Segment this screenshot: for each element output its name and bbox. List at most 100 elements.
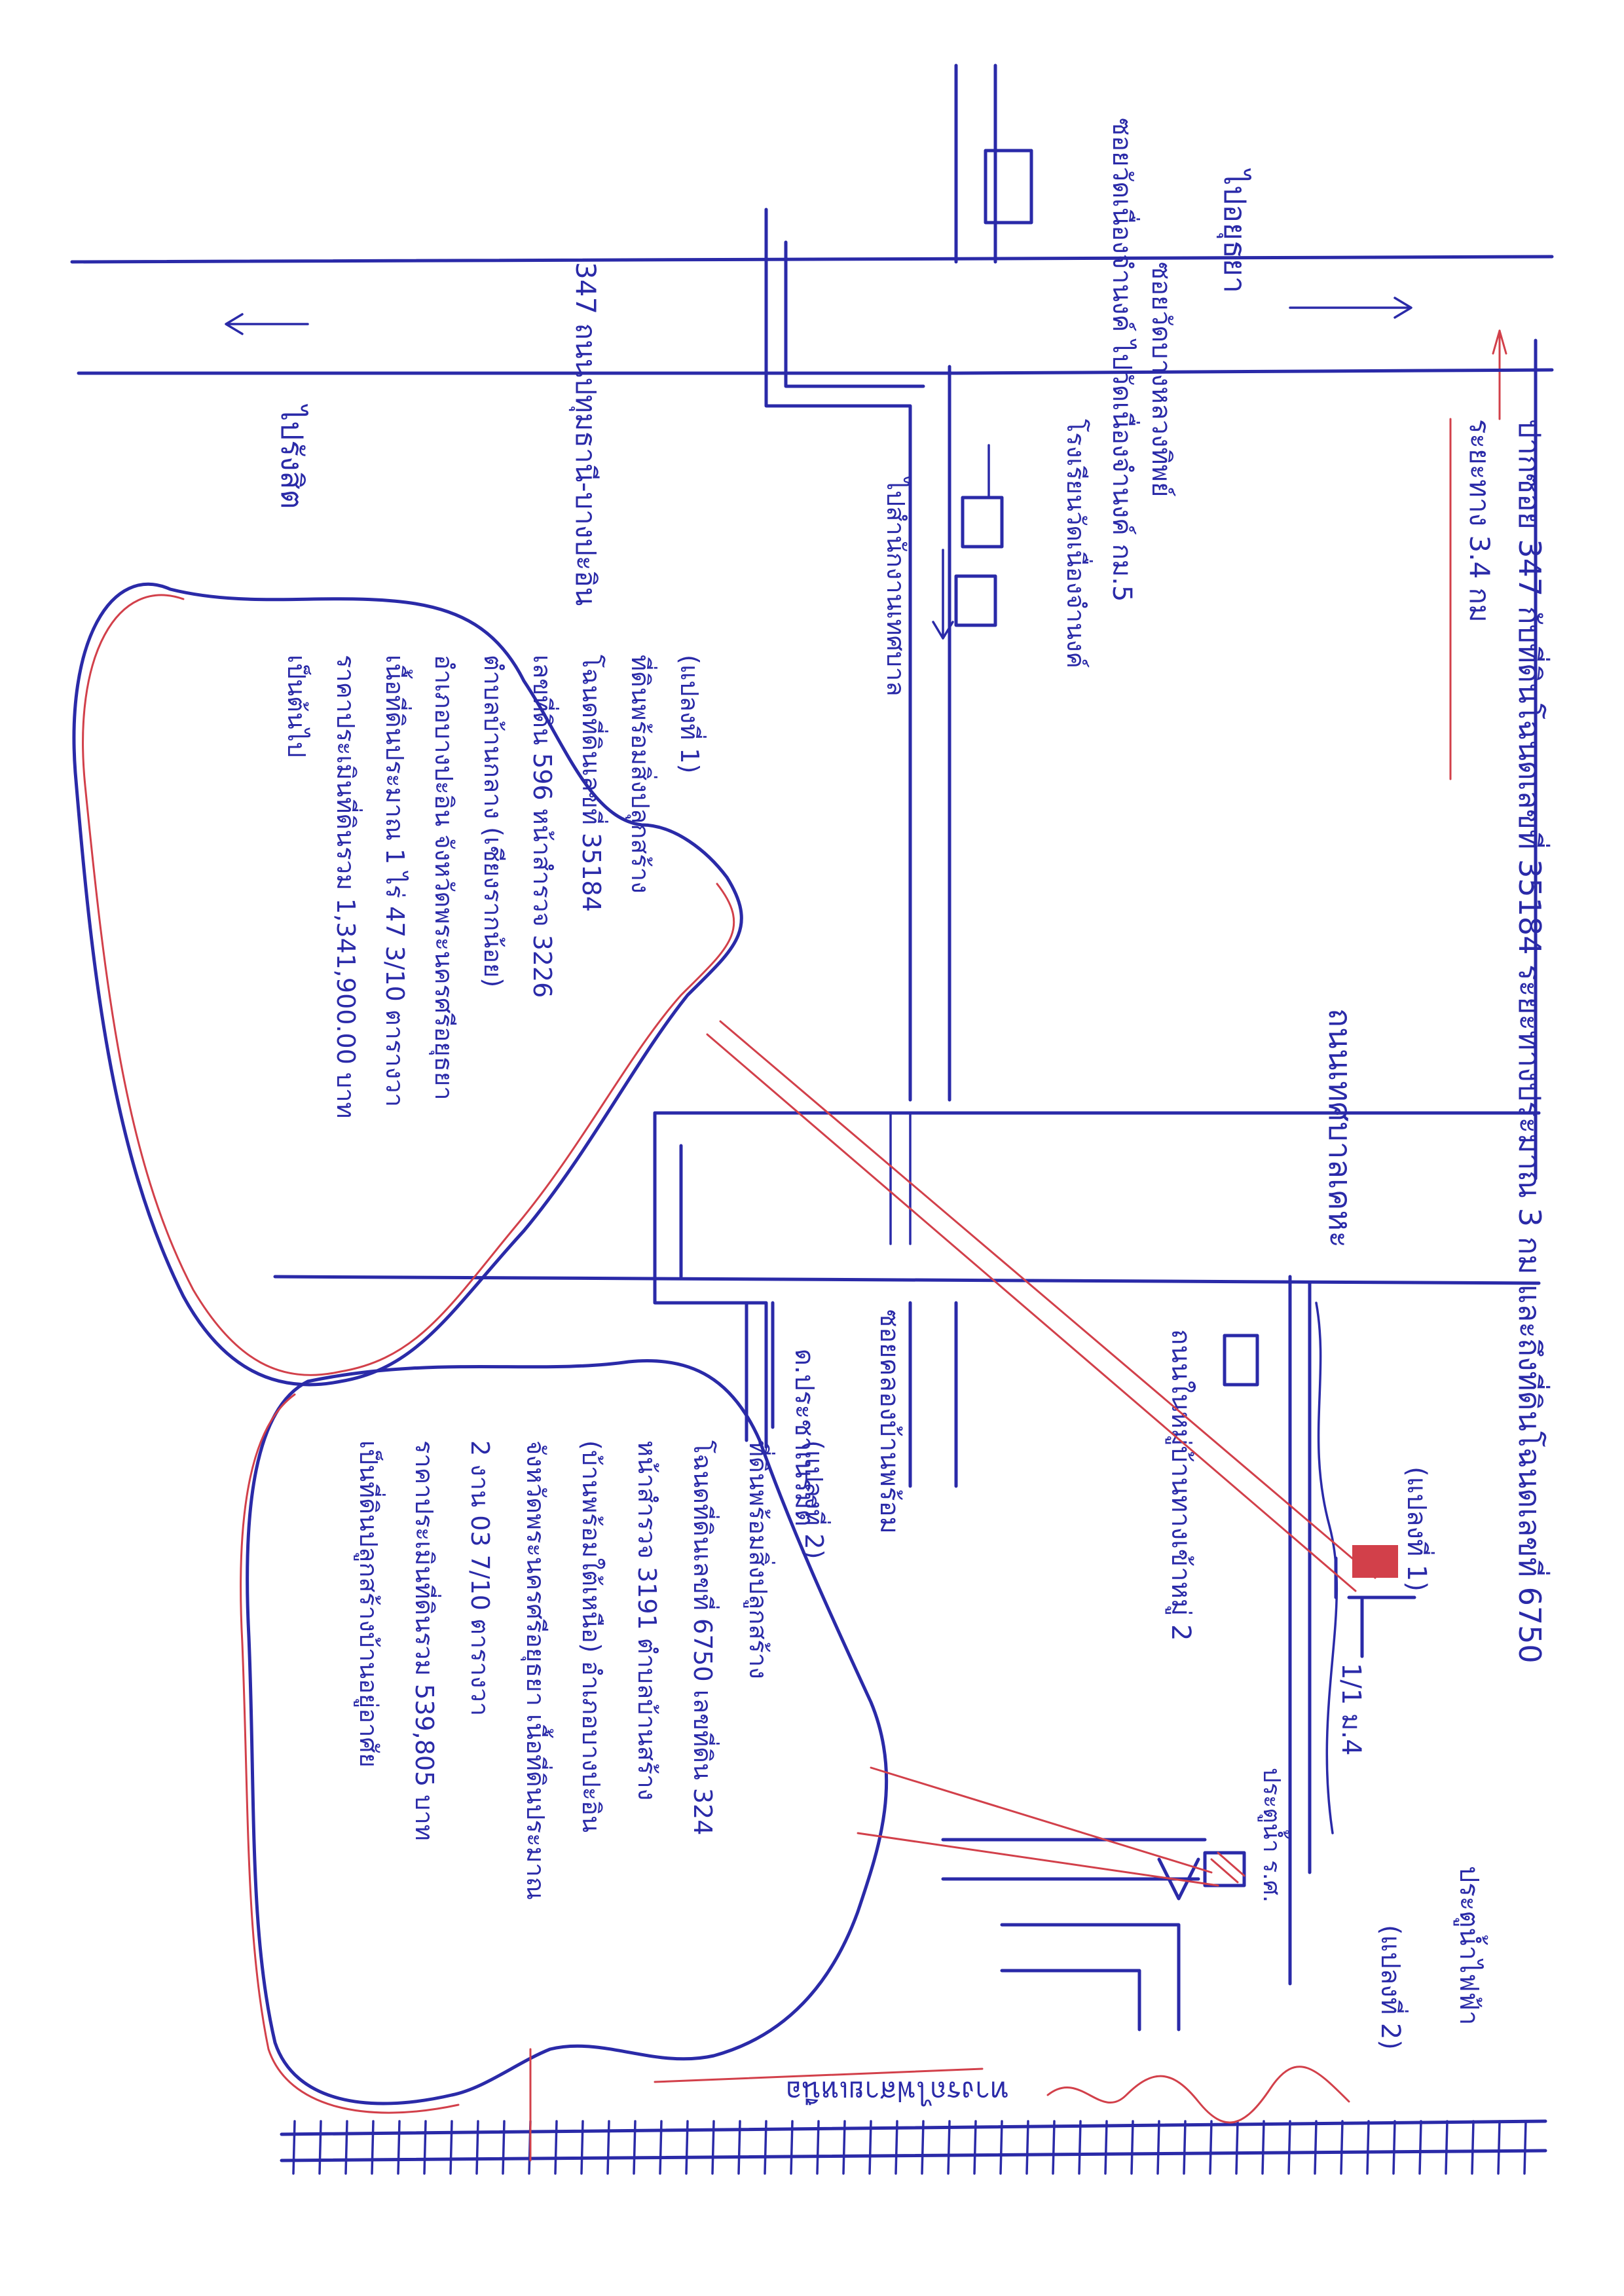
road-347: ไปอยุธยา ไปรังสิต: [70, 168, 1554, 509]
rail-tie: [764, 2120, 767, 2175]
rail-tie: [449, 2120, 453, 2175]
main-cross-road: ถนนเทศบาลเคหะ: [273, 1008, 1541, 1449]
rail-tie: [606, 2120, 610, 2175]
rail-tie: [1445, 2120, 1449, 2175]
plot-2-callout: (แปลงที่ 2)ที่ดินพร้อมสิ่งปลูกสร้างโฉนดท…: [240, 1359, 1219, 2162]
callout-line: (แปลงที่ 1): [675, 655, 707, 773]
rail-tie: [1392, 2120, 1396, 2175]
road-left-2: ซอยคลองบ้านพร้อม: [874, 1309, 904, 1534]
callout-line: ราคาประเมินที่ดินรวม 539,805 บาท: [410, 1440, 441, 1841]
arrow-label-1: ประตูน้ำ ร.ศ.: [1257, 1768, 1289, 1903]
rail-tie: [1471, 2120, 1475, 2175]
pointer-line-1a: [719, 1020, 1376, 1579]
plot-1-callout-text: (แปลงที่ 1) ที่ดินพร้อมสิ่งปลูกสร้าง โฉนดท…: [282, 655, 707, 1118]
railway: ทางรถไฟสายเหนือ: [280, 2066, 1547, 2175]
road-edge: [70, 255, 1554, 264]
rail-tie: [921, 2120, 925, 2175]
callout-line: โฉนดที่ดินเลขที่ 6750 เลขที่ดิน 324: [688, 1440, 720, 1835]
plot-1-callout: (แปลงที่ 1) ที่ดินพร้อมสิ่งปลูกสร้าง โฉนดท…: [72, 582, 1376, 1592]
rail-tie: [1497, 2120, 1501, 2175]
road-south-label: ไปรังสิต: [274, 403, 310, 509]
rail-tie: [711, 2120, 715, 2175]
plot-2-callout-text: (แปลงที่ 2)ที่ดินพร้อมสิ่งปลูกสร้างโฉนดท…: [354, 1440, 831, 1900]
pointer-line-2b: [857, 1832, 1219, 1887]
rail-tie: [1340, 2120, 1344, 2175]
callout-line: เนื้อที่ดินประมาณ 1 ไร่ 47 3/10 ตารางวา: [380, 655, 413, 1107]
canal: ซอยวัดเนื่องจำนงค์ ไปวัดเนื่องจำนงค์ กม.…: [954, 64, 1140, 602]
village-road-label: ไปสำนักงานเทศบาล: [881, 476, 910, 697]
callout-line: (แปลงที่ 2): [800, 1440, 831, 1559]
road-edge: [764, 208, 912, 1102]
callout-line: เป็นที่ดินปลูกสร้างบ้านอยู่อาศัย: [354, 1440, 386, 1768]
temple-road-label: ซอยวัดบางหลวงทิพย์: [1146, 262, 1176, 497]
rail-tie: [292, 2120, 296, 2175]
main-road-label: ถนนเทศบาลเคหะ: [1321, 1008, 1358, 1248]
building-box: [954, 574, 997, 627]
rail-tie: [947, 2120, 951, 2175]
rail-tie: [397, 2120, 401, 2175]
road-edge: [784, 240, 925, 388]
rail-tie: [1366, 2120, 1370, 2175]
arrow-label-2: ประตูน้ำไฟฟ้า: [1454, 1866, 1488, 2025]
rail-tie: [1078, 2120, 1082, 2175]
road-edge: [273, 1275, 1541, 1285]
road-edge: [653, 1111, 768, 1449]
road-edge: [954, 368, 1554, 375]
callout-line: ตำบลบ้านกลาง (เชียงรากน้อย): [479, 655, 507, 987]
rail-tie: [685, 2120, 689, 2175]
map-header: ปากซอย 347 กับที่ดินโฉนดเลขที่ 35184 ระย…: [1449, 329, 1551, 1664]
rail-line: [280, 2119, 1547, 2136]
plot-2-hatch: [1210, 1851, 1246, 1884]
rail-tie: [344, 2120, 348, 2175]
rail-tie: [1209, 2120, 1213, 2175]
road-347-labels: 347 ถนนปทุมธานี-บางปะอิน ซอยวัดบางหลวงทิ…: [568, 262, 1176, 606]
header-line-2: ระยะทาง 3.4 กม: [1464, 419, 1496, 623]
house-icon: [1334, 1556, 1416, 1658]
rail-tie: [318, 2120, 322, 2175]
plot-2-marker: [1203, 1851, 1246, 1887]
rail-tie: [659, 2120, 663, 2175]
rail-tie: [1130, 2120, 1134, 2175]
house-icon: [1157, 1857, 1200, 1901]
rail-tie: [895, 2120, 898, 2175]
callout-line: หน้าสำรวจ 3191 ตำบลบ้านสร้าง: [633, 1440, 661, 1800]
rail-tie: [737, 2120, 741, 2175]
rail-line: [280, 2149, 1547, 2162]
rail-tie: [371, 2120, 375, 2175]
rail-tie: [816, 2120, 820, 2175]
pointer-line-1b: [706, 1033, 1357, 1592]
rail-tie: [1052, 2120, 1056, 2175]
km-mark: 1/1 ม.4: [1336, 1663, 1366, 1756]
rail-label: ทางรถไฟสายเหนือ: [786, 2075, 1008, 2107]
callout-line: ที่ดินพร้อมสิ่งปลูกสร้าง: [625, 655, 657, 894]
arrow-right-icon: [1393, 297, 1412, 319]
road-north-label: ไปอยุธยา: [1216, 168, 1253, 293]
rail-underline: [654, 2068, 984, 2083]
rail-tie: [1314, 2120, 1318, 2175]
callout-line: อำเภอบางปะอิน จังหวัดพระนครศรีอยุธยา: [429, 655, 458, 1100]
rail-tie: [790, 2120, 794, 2175]
rail-tie: [842, 2120, 846, 2175]
gate-box: [984, 149, 1033, 225]
callout-line: ราคาประเมินที่ดินรวม 1,341,900.00 บาท: [331, 655, 363, 1118]
callout-line: โฉนดที่ดินเลขที่ 35184: [577, 655, 608, 912]
house-label: ถนนในหมู่บ้านทางเข้าหมู่ 2: [1166, 1329, 1196, 1641]
rail-tie: [1025, 2120, 1029, 2175]
arrow-left-icon: [225, 313, 244, 335]
callout-line: จังหวัดพระนครศรีอยุธยา เนื้อที่ดินประมาณ: [521, 1440, 554, 1900]
callout-line: เลขที่ดิน 596 หน้าสำรวจ 3226: [528, 655, 559, 998]
callout-line: 2 งาน 03 7/10 ตารางวา: [466, 1440, 494, 1716]
rail-tie: [1261, 2120, 1265, 2175]
plot-1-tag: (แปลงที่ 1): [1401, 1467, 1435, 1592]
village-road: ถนนในหมู่บ้านทางเข้าหมู่ 2 1/1 ม.4 (แปลง…: [941, 1275, 1488, 2050]
rail-tie: [1235, 2120, 1239, 2175]
rail-tie: [1104, 2120, 1108, 2175]
rail-wave: [1046, 2066, 1350, 2124]
rail-tie: [999, 2120, 1003, 2175]
road-edge: [941, 1838, 1207, 1881]
rail-tie: [554, 2120, 558, 2175]
road-left-1: ด.ประชาเนรมิต: [789, 1349, 819, 1527]
building-box: [961, 496, 1004, 549]
road-347-label: 347 ถนนปทุมธานี-บางปะอิน: [568, 262, 602, 606]
